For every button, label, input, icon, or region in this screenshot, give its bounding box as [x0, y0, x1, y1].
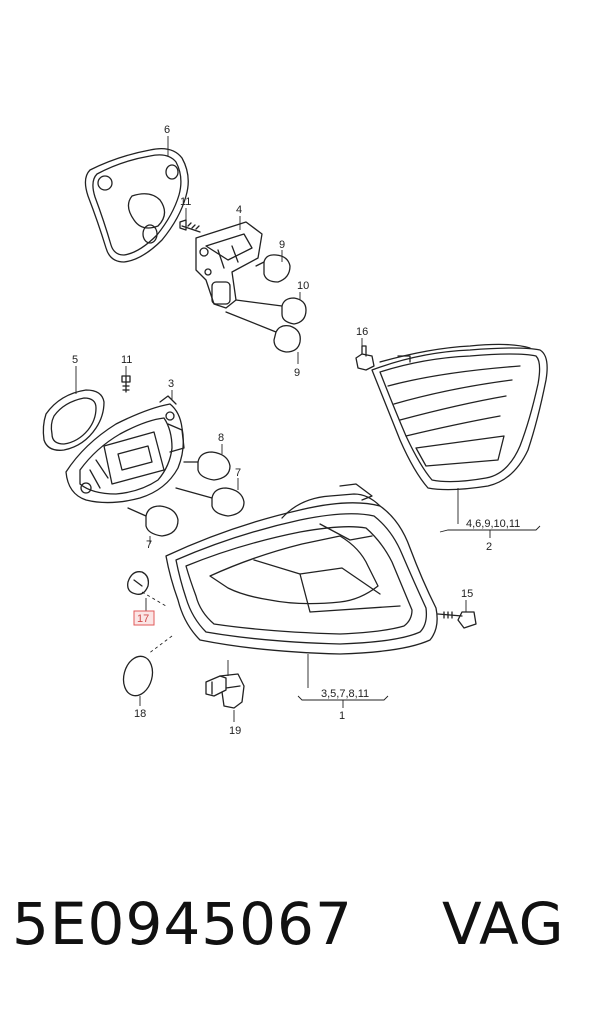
callout-17-highlight-box	[133, 610, 155, 626]
bulb-part-7-lower	[127, 505, 179, 537]
main-tail-light-part-1	[165, 483, 438, 655]
screw-part-15	[437, 611, 477, 629]
seal-part-5	[42, 389, 105, 451]
cap-part-18	[122, 655, 154, 697]
callout-19: 19	[229, 725, 241, 737]
screw-part-11-top	[179, 219, 201, 233]
gasket-plate-part-6	[84, 147, 189, 263]
callout-10: 10	[297, 280, 309, 292]
callout-11-top: 11	[180, 196, 191, 208]
bulb-holder-part-4	[195, 221, 263, 309]
callout-18: 18	[134, 708, 146, 720]
exploded-parts-diagram: 6 11 4 9 10 9 16 5 11 3 8 7 7 15 18 19 1…	[42, 124, 548, 737]
callout-16: 16	[356, 326, 368, 338]
callout-7-right: 7	[235, 467, 241, 479]
callout-17: 17	[137, 613, 149, 625]
part-number-text: 5E0945067	[12, 890, 353, 958]
connector-part-19	[205, 673, 245, 709]
group-main-list: 3,5,7,8,11	[321, 688, 369, 700]
bulb-part-10	[235, 297, 307, 325]
callout-9-upper: 9	[279, 239, 285, 251]
group-right-list: 4,6,9,10,11	[466, 518, 520, 530]
group-right-id: 2	[486, 541, 492, 553]
bulb-part-9-lower	[225, 311, 301, 353]
bulb-part-8	[183, 451, 231, 481]
callout-7-lower: 7	[146, 539, 152, 551]
callout-8: 8	[218, 432, 224, 444]
brand-text: VAG	[442, 890, 565, 958]
bulb-part-7-right	[175, 487, 245, 517]
bulb-carrier-part-3	[65, 395, 185, 504]
callout-11-lower: 11	[121, 354, 132, 366]
screw-part-11-lower	[121, 375, 131, 393]
callout-labels: 6 11 4 9 10 9 16 5 11 3 8 7 7 15 18 19 1…	[72, 124, 520, 737]
callout-15: 15	[461, 588, 473, 600]
clip-part-17	[127, 571, 150, 595]
callout-5: 5	[72, 354, 78, 366]
group-main-id: 1	[339, 710, 345, 722]
inner-tail-light-part-2	[371, 343, 548, 491]
leader-lines	[75, 136, 541, 722]
callout-3: 3	[168, 378, 174, 390]
bulb-part-9-upper	[255, 254, 291, 283]
nut-part-16	[355, 345, 375, 371]
callout-4: 4	[236, 204, 242, 216]
callout-6: 6	[164, 124, 170, 136]
callout-9-lower: 9	[294, 367, 300, 379]
